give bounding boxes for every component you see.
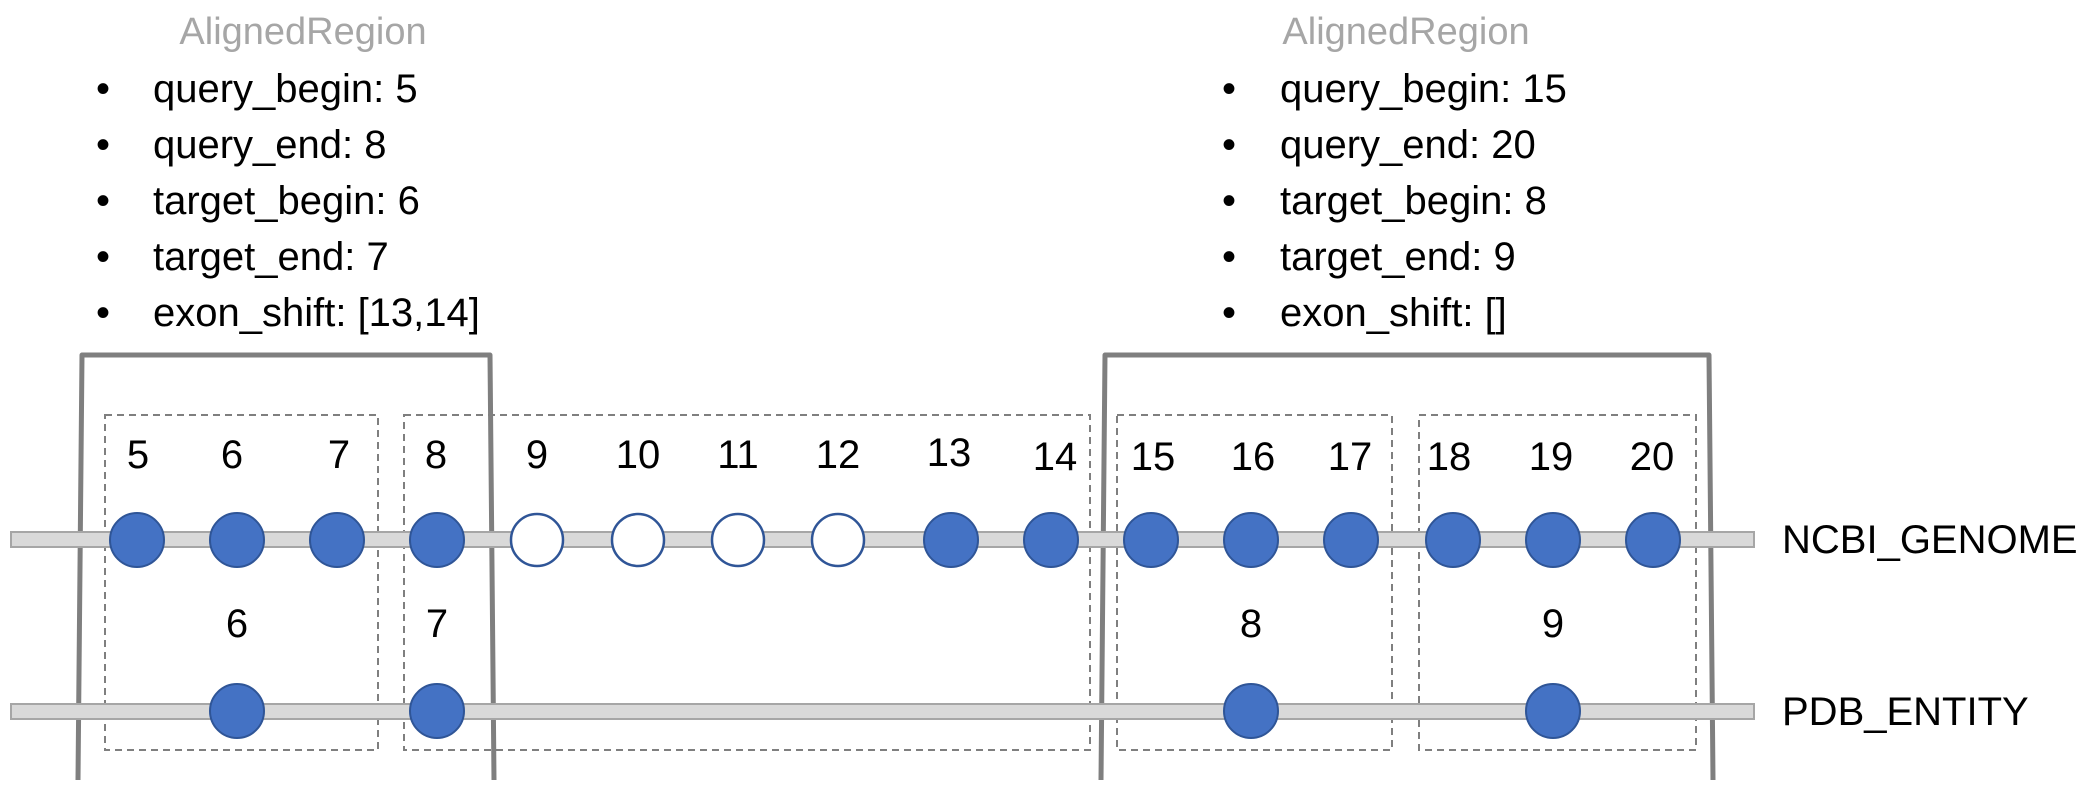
- aligned-region-1-bracket: [75, 352, 497, 781]
- bullet-icon: •: [96, 123, 110, 167]
- genome-dot-open: [610, 512, 666, 568]
- genome-dot-filled: [923, 512, 979, 568]
- genome-dot-filled: [309, 512, 365, 568]
- bullet-icon: •: [1222, 67, 1236, 111]
- genome-dot-open: [509, 512, 565, 568]
- genome-position-label: 15: [1131, 435, 1176, 479]
- genome-position-label: 6: [221, 433, 243, 477]
- entity-dot: [1223, 683, 1279, 739]
- exon-box: [1418, 414, 1697, 751]
- entity-position-label: 9: [1542, 602, 1564, 646]
- region-brackets: [75, 352, 1716, 781]
- genome-positions: 5 6 7 8 9 10 11 12 13 14 15 16 17 18 19 …: [127, 431, 1674, 479]
- genome-position-label: 5: [127, 433, 149, 477]
- aligned-region-1-title: AlignedRegion: [179, 11, 426, 53]
- genome-position-label: 20: [1630, 435, 1675, 479]
- bullet-icon: •: [1222, 235, 1236, 279]
- aligned-region-2-title: AlignedRegion: [1282, 11, 1529, 53]
- entity-dot: [1525, 683, 1581, 739]
- genome-position-label: 10: [616, 433, 661, 477]
- exon-box: [1116, 414, 1393, 751]
- genome-dot-filled: [1625, 512, 1681, 568]
- bullet-icon: •: [1222, 179, 1236, 223]
- genome-position-label: 11: [717, 433, 759, 477]
- genome-position-label: 18: [1427, 435, 1472, 479]
- aligned-region-1-info: AlignedRegion • query_begin: 5 • query_e…: [96, 11, 480, 335]
- bullet-icon: •: [96, 179, 110, 223]
- genome-dots: [109, 512, 1681, 568]
- genome-dot-filled: [1525, 512, 1581, 568]
- genome-position-label: 7: [328, 433, 350, 477]
- genome-position-label: 12: [816, 433, 861, 477]
- aligned-region-1-prop: query_end: 8: [153, 123, 387, 167]
- genome-dot-filled: [1123, 512, 1179, 568]
- entity-track-bar: [10, 703, 1755, 720]
- bullet-icon: •: [1222, 123, 1236, 167]
- genome-position-label: 14: [1033, 435, 1078, 479]
- entity-dots: [209, 683, 1581, 739]
- entity-position-label: 7: [426, 602, 448, 646]
- exon-box: [104, 414, 379, 751]
- aligned-region-2-prop: target_end: 9: [1280, 235, 1516, 279]
- genome-dot-filled: [1425, 512, 1481, 568]
- genome-dot-filled: [1323, 512, 1379, 568]
- genome-position-label: 13: [927, 431, 972, 475]
- aligned-region-1-prop: query_begin: 5: [153, 67, 418, 111]
- aligned-region-2-prop: query_begin: 15: [1280, 67, 1567, 111]
- aligned-region-2-bracket: [1098, 352, 1716, 781]
- entity-dot: [409, 683, 465, 739]
- genome-dot-filled: [1223, 512, 1279, 568]
- aligned-region-2-prop: query_end: 20: [1280, 123, 1536, 167]
- bullet-icon: •: [96, 291, 110, 335]
- aligned-region-1-prop: exon_shift: [13,14]: [153, 291, 480, 335]
- entity-position-label: 8: [1240, 602, 1262, 646]
- genome-position-label: 16: [1231, 435, 1276, 479]
- exon-boxes: [104, 414, 1697, 751]
- bullet-icon: •: [96, 235, 110, 279]
- aligned-region-2-info: AlignedRegion • query_begin: 15 • query_…: [1222, 11, 1567, 335]
- genome-track-bar: [10, 531, 1755, 548]
- genome-position-label: 8: [425, 433, 447, 477]
- genome-dot-filled: [409, 512, 465, 568]
- genome-track-label: NCBI_GENOME: [1782, 518, 2078, 562]
- genome-dot-open: [710, 512, 766, 568]
- genome-position-label: 19: [1529, 435, 1574, 479]
- aligned-region-1-prop: target_begin: 6: [153, 179, 420, 223]
- aligned-region-2-prop: target_begin: 8: [1280, 179, 1547, 223]
- bullet-icon: •: [96, 67, 110, 111]
- entity-positions: 6 7 8 9: [226, 602, 1564, 646]
- genome-position-label: 17: [1328, 435, 1373, 479]
- aligned-region-1-prop: target_end: 7: [153, 235, 389, 279]
- entity-track-label: PDB_ENTITY: [1782, 690, 2029, 734]
- genome-position-label: 9: [526, 433, 548, 477]
- genome-dot-open: [810, 512, 866, 568]
- genome-dot-filled: [1023, 512, 1079, 568]
- exon-box: [403, 414, 1091, 751]
- entity-position-label: 6: [226, 602, 248, 646]
- bullet-icon: •: [1222, 291, 1236, 335]
- genome-dot-filled: [109, 512, 165, 568]
- aligned-region-2-prop: exon_shift: []: [1280, 291, 1507, 335]
- entity-dot: [209, 683, 265, 739]
- genome-dot-filled: [209, 512, 265, 568]
- entity-track: PDB_ENTITY: [10, 690, 2029, 734]
